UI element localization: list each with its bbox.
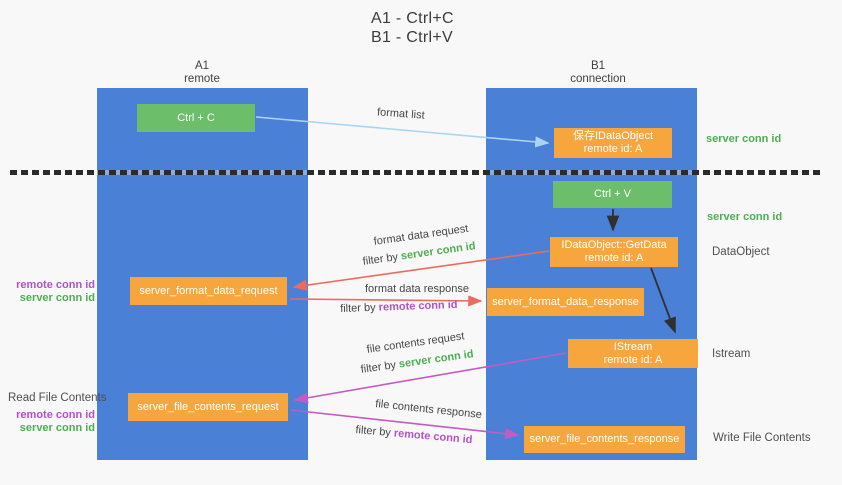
label-filter-format-response: filter by remote conn id [340, 299, 458, 315]
filter-prefix: filter by [360, 358, 400, 376]
node-server-file-contents-response: server_file_contents_response [524, 426, 685, 453]
annotation-format-conn-pair: remote conn id server conn id [0, 279, 95, 305]
istream-line2: remote id: A [603, 353, 663, 366]
filter-prefix: filter by [362, 250, 402, 268]
lifeline-header-b1: B1 connection [533, 60, 663, 86]
format-request-label: server_format_data_request [139, 284, 278, 297]
file-request-label: server_file_contents_request [137, 400, 279, 413]
lifeline-a1-name: A1 [194, 60, 210, 72]
annotation-server-conn-id-top: server conn id [706, 133, 782, 145]
label-file-contents-response: file contents response [374, 398, 483, 422]
getdata-line2: remote id: A [584, 252, 644, 264]
filter-key-server-conn-id: server conn id [398, 348, 475, 371]
annotation-istream: Istream [712, 348, 751, 360]
label-format-data-response: format data response [365, 283, 469, 295]
format-server-conn-id: server conn id [19, 292, 95, 304]
file-response-label: server_file_contents_response [529, 433, 680, 445]
annotation-dataobject: DataObject [712, 246, 770, 258]
file-remote-conn-id: remote conn id [16, 409, 95, 421]
node-save-idataobject: 保存IDataObject remote id: A [554, 128, 672, 158]
istream-line1: IStream [613, 340, 653, 353]
annotation-server-conn-id-mid: server conn id [707, 211, 783, 223]
filter-prefix: filter by [340, 301, 379, 315]
title-line-b1: B1 - Ctrl+V [371, 29, 453, 46]
node-idataobject-getdata: IDataObject::GetData remote id: A [550, 237, 678, 267]
node-ctrl-c: Ctrl + C [137, 104, 255, 132]
getdata-line1: IDataObject::GetData [561, 239, 667, 251]
node-ctrl-v: Ctrl + V [553, 181, 672, 208]
filter-prefix: filter by [354, 424, 395, 440]
node-server-file-contents-request: server_file_contents_request [128, 393, 288, 421]
lifeline-b1-role: connection [570, 73, 626, 85]
lifeline-header-a1: A1 remote [137, 60, 267, 86]
format-response-label: server_format_data_response [492, 295, 639, 308]
filter-key-remote-conn-id: remote conn id [378, 298, 458, 314]
format-remote-conn-id: remote conn id [16, 279, 95, 291]
node-istream: IStream remote id: A [568, 339, 698, 368]
annotation-write-file-contents: Write File Contents [713, 432, 811, 444]
label-filter-file-response: filter by remote conn id [355, 424, 473, 446]
label-format-list: format list [376, 106, 426, 122]
save-idataobject-line2: remote id: A [583, 143, 643, 155]
annotation-file-conn-pair: remote conn id server conn id [0, 409, 95, 435]
ctrl-v-label: Ctrl + V [594, 188, 631, 200]
lifeline-a1-role: remote [184, 73, 220, 85]
diagram-title: A1 - Ctrl+C B1 - Ctrl+V [371, 9, 454, 47]
lifeline-b1-name: B1 [590, 60, 606, 72]
filter-key-remote-conn-id: remote conn id [393, 427, 473, 447]
filter-key-server-conn-id: server conn id [400, 240, 477, 263]
title-line-a1: A1 - Ctrl+C [371, 10, 454, 27]
file-server-conn-id: server conn id [19, 422, 95, 434]
ctrl-c-label: Ctrl + C [177, 111, 215, 124]
annotation-read-file-contents: Read File Contents [8, 392, 107, 404]
save-idataobject-line1: 保存IDataObject [572, 130, 654, 142]
node-server-format-data-response: server_format_data_response [487, 288, 644, 316]
session-separator-dotted-line [10, 170, 824, 175]
node-server-format-data-request: server_format_data_request [130, 277, 287, 305]
